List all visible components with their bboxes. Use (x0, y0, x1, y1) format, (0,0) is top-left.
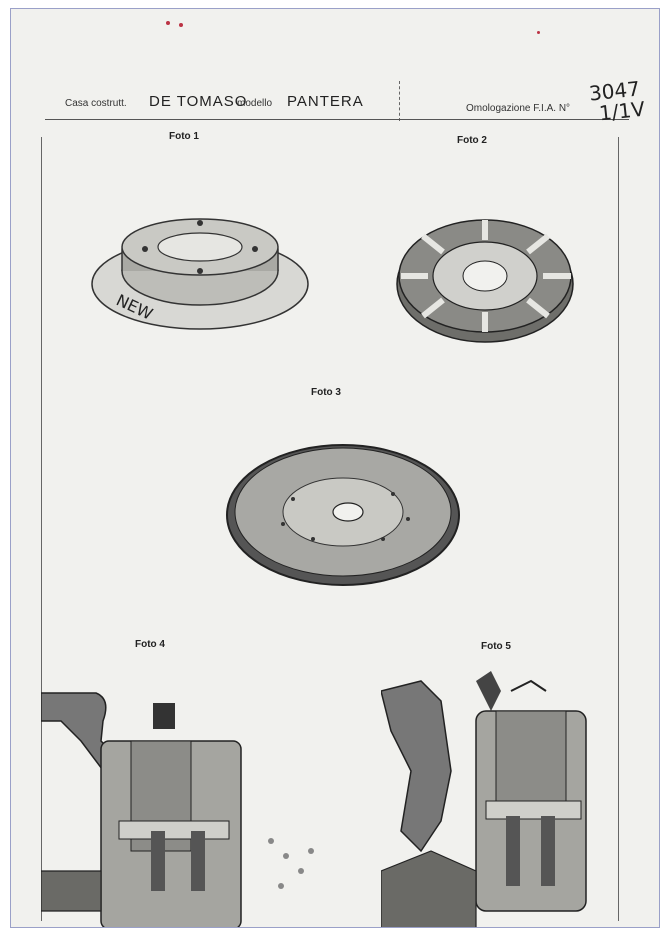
clutch-disc-image (396, 219, 574, 343)
modello-label: modello (237, 98, 273, 109)
stain-mark (166, 21, 170, 25)
frame-left-border (41, 137, 42, 921)
omologazione-label: Omologazione F.I.A. N° (466, 103, 571, 114)
caption-foto-5: Foto 5 (481, 641, 511, 652)
maker-name: DE TOMASO (149, 93, 248, 110)
caption-foto-3: Foto 3 (311, 387, 341, 398)
header-divider (399, 81, 400, 121)
header-rule (45, 119, 629, 120)
document-page: Casa costrutt. DE TOMASO modello PANTERA… (10, 8, 660, 928)
flywheel-image (226, 444, 460, 586)
caption-foto-2: Foto 2 (457, 135, 487, 146)
frame-right-border (618, 137, 619, 921)
caption-foto-1: Foto 1 (169, 131, 199, 142)
casa-label: Casa costrutt. (65, 98, 127, 109)
clutch-pressure-plate-image: NEW (91, 218, 309, 330)
model-name: PANTERA (287, 93, 364, 110)
stain-mark (179, 23, 183, 27)
handwritten-sheet: 1/1V (597, 96, 647, 126)
brake-caliper-image-left (41, 692, 314, 927)
brake-caliper-image-right (381, 671, 587, 927)
stain-mark (537, 31, 540, 34)
caption-foto-4: Foto 4 (135, 639, 165, 650)
